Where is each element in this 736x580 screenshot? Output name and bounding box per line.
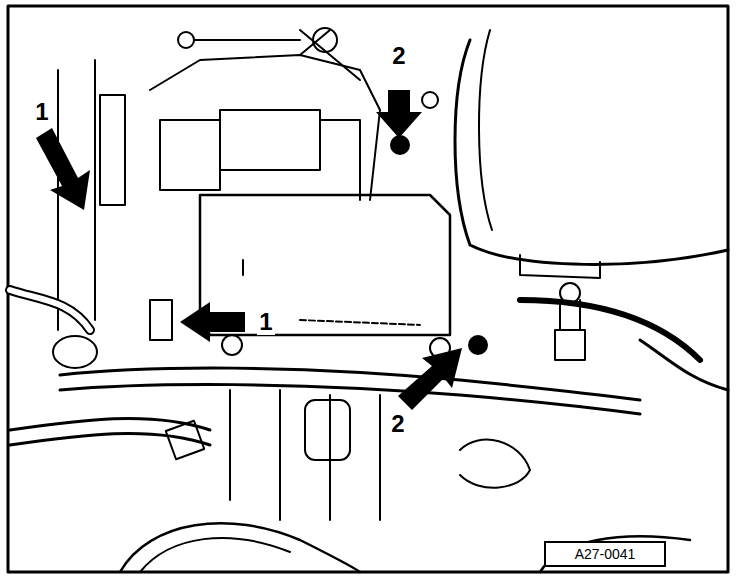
oil-filter xyxy=(455,40,728,264)
bolt-head xyxy=(391,136,409,154)
bolt xyxy=(178,32,194,48)
left-bracket xyxy=(100,95,125,205)
wire xyxy=(640,340,728,390)
hose xyxy=(10,290,90,330)
connector-plug xyxy=(460,440,530,488)
callout-arrow xyxy=(180,302,245,342)
callout-arrow xyxy=(376,90,422,138)
filter-base xyxy=(520,255,600,278)
lower-ribs xyxy=(230,390,380,520)
callout-number: 2 xyxy=(389,411,406,437)
module-mark xyxy=(242,260,244,275)
oil-filter-edge xyxy=(479,30,492,230)
mount-bolt xyxy=(150,300,172,340)
callout-number: 1 xyxy=(257,309,274,335)
figure-code-box: A27-0041 xyxy=(544,541,666,567)
pipe xyxy=(10,433,210,445)
lever xyxy=(300,30,360,80)
callout-arrow xyxy=(36,128,90,210)
pulley xyxy=(120,523,360,572)
mount-eye xyxy=(222,335,242,355)
wire xyxy=(520,300,700,360)
hose-inner xyxy=(10,290,90,330)
pipe-union xyxy=(166,421,204,459)
bolt-head xyxy=(469,336,487,354)
callout-number: 1 xyxy=(33,99,50,125)
connector-block xyxy=(160,120,220,190)
relay-block xyxy=(220,110,320,170)
hose-clamp xyxy=(53,336,97,368)
callout-number: 2 xyxy=(390,43,407,69)
pipe xyxy=(10,418,210,430)
callout-arrow xyxy=(398,348,462,410)
pulley-rim xyxy=(140,538,290,572)
frame xyxy=(8,6,728,572)
rod xyxy=(194,39,300,41)
sensor xyxy=(305,400,350,460)
figure-code: A27-0041 xyxy=(575,546,636,563)
bolt xyxy=(422,92,438,108)
pulley xyxy=(540,536,690,572)
bracket xyxy=(320,120,360,200)
module-ridge xyxy=(300,320,420,325)
upper-housing xyxy=(150,55,380,200)
filter-fitting xyxy=(555,300,585,360)
